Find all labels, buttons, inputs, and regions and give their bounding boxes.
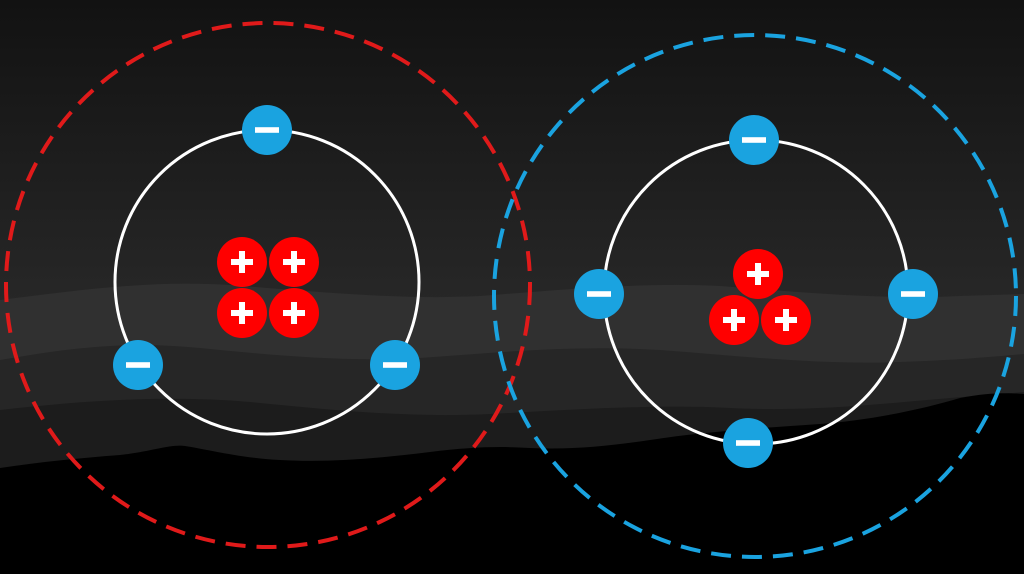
minus-sign-icon: [736, 440, 760, 446]
minus-sign-icon: [255, 127, 279, 133]
electron: [242, 105, 292, 155]
electron: [113, 340, 163, 390]
electron: [729, 115, 779, 165]
electron: [574, 269, 624, 319]
electron: [370, 340, 420, 390]
proton: [269, 288, 319, 338]
electron: [723, 418, 773, 468]
proton: [217, 237, 267, 287]
minus-sign-icon: [742, 137, 766, 143]
proton: [733, 249, 783, 299]
minus-sign-icon: [126, 362, 150, 368]
minus-sign-icon: [587, 291, 611, 297]
proton: [217, 288, 267, 338]
proton: [761, 295, 811, 345]
proton: [269, 237, 319, 287]
electron: [888, 269, 938, 319]
minus-sign-icon: [383, 362, 407, 368]
proton: [709, 295, 759, 345]
minus-sign-icon: [901, 291, 925, 297]
